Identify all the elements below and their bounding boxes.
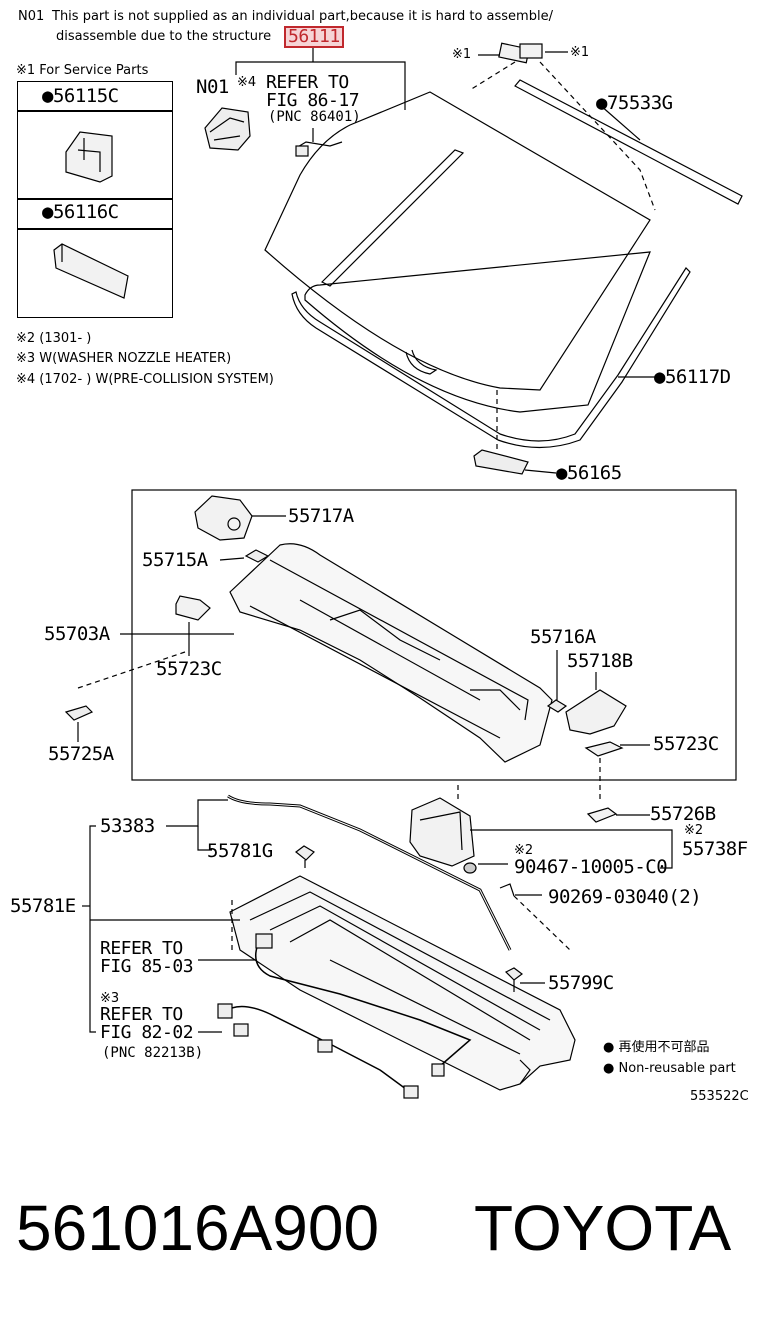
part-56117d[interactable]: ●56117D — [654, 366, 731, 388]
ref3-line-3: (PNC 82213B) — [102, 1045, 204, 1061]
ref2-line-1[interactable]: REFER TO — [100, 938, 183, 959]
part-75533g[interactable]: ●75533G — [596, 92, 673, 114]
cowl-panel-55703a-icon — [229, 543, 553, 763]
mark-1-left: ※1 — [452, 47, 472, 62]
part-55717a[interactable]: 55717A — [288, 505, 354, 527]
service-box-title: ※1 For Service Parts — [16, 63, 149, 78]
windshield-glass-icon — [264, 91, 651, 413]
bracket-55718b-icon — [565, 672, 627, 735]
part-55738f[interactable]: 55738F — [682, 838, 748, 860]
part-55799c[interactable]: 55799C — [548, 972, 614, 994]
cowl-panel-box — [131, 489, 737, 781]
note-line-2: disassemble due to the structure — [56, 29, 272, 44]
callout-n01[interactable]: N01 — [196, 76, 229, 98]
note-code: N01 — [18, 9, 45, 24]
clip-55715a-icon — [219, 549, 270, 563]
part-55726b[interactable]: 55726B — [650, 803, 716, 825]
pad-55726b-icon — [586, 807, 650, 823]
part-55725a[interactable]: 55725A — [48, 743, 114, 765]
diagram-code: 553522C — [690, 1089, 749, 1104]
bracket-55738f-icon — [409, 785, 673, 874]
part-55723c-left[interactable]: 55723C — [156, 658, 222, 680]
ref3-line-1[interactable]: REFER TO — [100, 1004, 183, 1025]
moulding-56117d-icon — [291, 267, 691, 449]
part-55723c-right[interactable]: 55723C — [653, 733, 719, 755]
part-55781g[interactable]: 55781G — [207, 840, 273, 862]
footer-part-number: 561016A900 — [16, 1192, 380, 1264]
part-56165[interactable]: ●56165 — [556, 462, 622, 484]
service-box-divider-1 — [17, 110, 173, 112]
service-box-divider-3 — [17, 228, 173, 230]
part-56116c[interactable]: ●56116C — [42, 201, 119, 223]
moulding-75533g-icon — [469, 42, 743, 211]
legend-en: ● Non-reusable part — [603, 1061, 736, 1076]
part-90269-03040[interactable]: 90269-03040(2) — [548, 886, 702, 908]
highlighted-part-number[interactable]: 56111 — [284, 26, 344, 48]
clip-55781g-icon — [295, 845, 315, 868]
cowl-louver-55781e-icon — [229, 875, 576, 1091]
clip-90269-icon — [499, 883, 571, 951]
leader-56111 — [235, 47, 406, 110]
mark-1-right: ※1 — [570, 45, 590, 60]
pad-55725a-icon — [64, 651, 186, 742]
ref1-line-3: (PNC 86401) — [268, 109, 361, 125]
ref1-line-2[interactable]: FIG 86-17 — [266, 90, 360, 111]
seal-56165-icon — [473, 390, 557, 475]
footnote-3: ※3 W(WASHER NOZZLE HEATER) — [16, 351, 232, 366]
ref3-line-2[interactable]: FIG 82-02 — [100, 1022, 194, 1043]
mark-2-b: ※2 — [514, 843, 534, 858]
clip-55716a-icon — [546, 650, 568, 713]
clip-56116c-icon — [53, 243, 129, 299]
ref2-line-2[interactable]: FIG 85-03 — [100, 956, 194, 977]
part-53383[interactable]: 53383 — [100, 815, 155, 837]
bracket-55717a-icon — [194, 495, 286, 541]
ref1-line-1[interactable]: REFER TO — [266, 72, 349, 93]
leader-55781e — [82, 825, 256, 1033]
ref3-mark: ※3 — [100, 991, 120, 1006]
part-56115c[interactable]: ●56115C — [42, 85, 119, 107]
mark-2-a: ※2 — [684, 823, 704, 838]
pad-55723c-left-icon — [175, 595, 211, 656]
legend-jp: ● 再使用不可部品 — [603, 1040, 710, 1055]
footer-brand: TOYOTA — [474, 1192, 732, 1264]
seal-53383-icon — [166, 794, 512, 951]
clip-56115c-icon — [65, 131, 113, 183]
part-90467-10005-c0[interactable]: 90467-10005-C0 — [514, 856, 668, 878]
ref1-mark: ※4 — [237, 75, 257, 90]
footnote-2: ※2 (1301- ) — [16, 331, 92, 346]
clip-55799c-icon — [504, 967, 545, 992]
note-line-1: This part is not supplied as an individu… — [52, 9, 553, 24]
part-55715a[interactable]: 55715A — [142, 549, 208, 571]
pad-55723c-right-icon — [584, 741, 650, 800]
part-55718b[interactable]: 55718B — [567, 650, 633, 672]
part-55716a[interactable]: 55716A — [530, 626, 596, 648]
sensor-bracket-icon — [295, 128, 343, 157]
n01-bracket-icon — [204, 107, 251, 151]
wiring-harness-icon — [217, 933, 472, 1099]
part-55703a[interactable]: 55703A — [44, 623, 110, 645]
part-55781e[interactable]: 55781E — [10, 895, 76, 917]
footnote-4: ※4 (1702- ) W(PRE-COLLISION SYSTEM) — [16, 372, 274, 387]
service-box-divider-2 — [17, 198, 173, 200]
